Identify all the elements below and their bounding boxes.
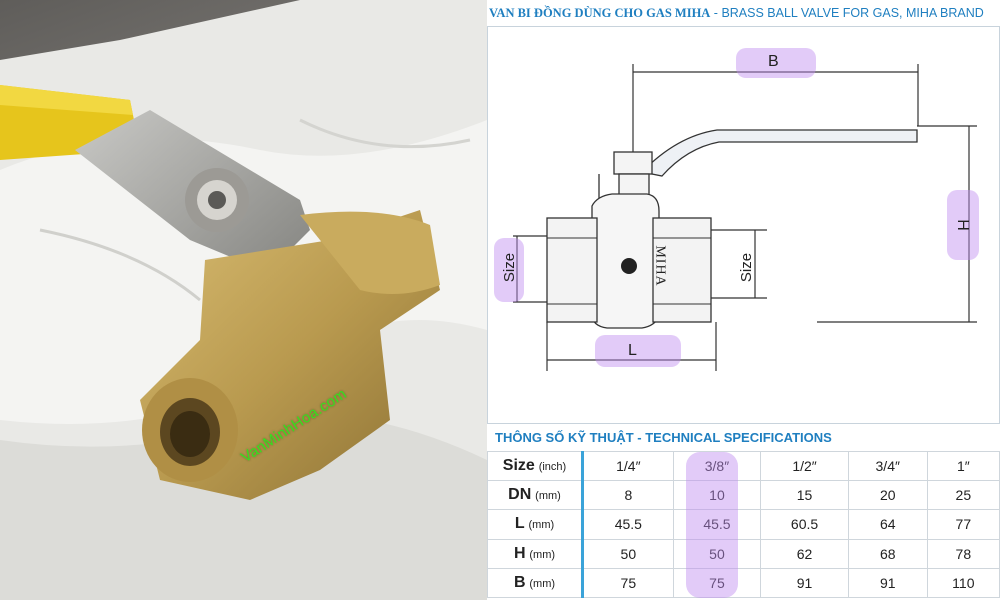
spec-cell: 68 [847, 538, 928, 569]
spec-param-name: DN [508, 486, 532, 504]
spec-cell: 91 [760, 567, 849, 599]
spec-param-unit: (mm) [529, 548, 556, 561]
spec-cell: 8 [582, 480, 674, 511]
spec-cell: 77 [926, 509, 1000, 540]
spec-cell: 1/2″ [760, 450, 849, 482]
title-separator: - [710, 6, 722, 20]
spec-row-header: B (mm) [487, 567, 584, 599]
spec-row-size: Size (inch)1/4″3/8″1/2″3/4″1″ [487, 450, 1000, 482]
highlight-h [947, 190, 979, 260]
dimension-label-b: B [768, 53, 779, 70]
title-vietnamese: VAN BI ĐỒNG DÙNG CHO GAS MIHA [489, 6, 711, 20]
spec-section-title: THÔNG SỐ KỸ THUẬT - TECHNICAL SPECIFICAT… [495, 430, 832, 445]
dimension-label-h: H [953, 219, 971, 231]
spec-cell: 3/8″ [672, 450, 762, 482]
spec-cell: 91 [847, 567, 928, 599]
dimension-label-l: L [628, 342, 637, 359]
spec-cell: 50 [672, 538, 762, 569]
spec-cell: 110 [926, 567, 1000, 599]
valve-photo-illustration [0, 0, 487, 600]
spec-cell: 75 [672, 567, 762, 599]
spec-cell: 1/4″ [582, 450, 674, 482]
spec-cell: 1″ [926, 450, 1000, 482]
spec-cell: 3/4″ [847, 450, 928, 482]
spec-param-name: B [513, 573, 526, 591]
spec-param-unit: (mm) [528, 519, 555, 532]
dimension-label-size-left: Size [501, 252, 519, 283]
spec-cell: 20 [847, 480, 928, 511]
spec-cell: 15 [760, 480, 849, 511]
spec-cell: 62 [760, 538, 849, 569]
spec-cell: 75 [582, 567, 674, 599]
spec-param-unit: (mm) [529, 577, 556, 590]
spec-cell: 45.5 [672, 509, 762, 540]
spec-param-unit: (mm) [535, 490, 561, 503]
spec-row-header: DN (mm) [487, 480, 584, 511]
valve-technical-drawing [513, 64, 977, 371]
title-english: BRASS BALL VALVE FOR GAS, MIHA BRAND [721, 6, 984, 20]
spec-param-name: L [514, 515, 525, 533]
spec-cell: 60.5 [760, 509, 849, 540]
spec-cell: 78 [926, 538, 1000, 569]
spec-cell: 10 [672, 480, 762, 511]
spec-row-header: L (mm) [487, 509, 584, 540]
spec-cell: 64 [847, 509, 928, 540]
spec-param-name: H [513, 544, 526, 562]
dimension-label-size-right: Size [738, 252, 756, 283]
spec-cell: 50 [582, 538, 674, 569]
spec-param-unit: (inch) [538, 461, 567, 474]
highlight-size-left [494, 238, 524, 302]
page-title: VAN BI ĐỒNG DÙNG CHO GAS MIHA - BRASS BA… [489, 6, 984, 21]
product-photo: VanMinhHoa.com [0, 0, 487, 600]
spec-cell: 25 [926, 480, 1000, 511]
spec-param-name: Size [502, 457, 535, 475]
spec-row-header: Size (inch) [487, 450, 584, 482]
highlight-l [595, 335, 681, 367]
spec-cell: 45.5 [582, 509, 674, 540]
brand-marking: MIHA [652, 245, 668, 287]
highlight-b [736, 48, 816, 78]
spec-row-header: H (mm) [487, 538, 584, 569]
